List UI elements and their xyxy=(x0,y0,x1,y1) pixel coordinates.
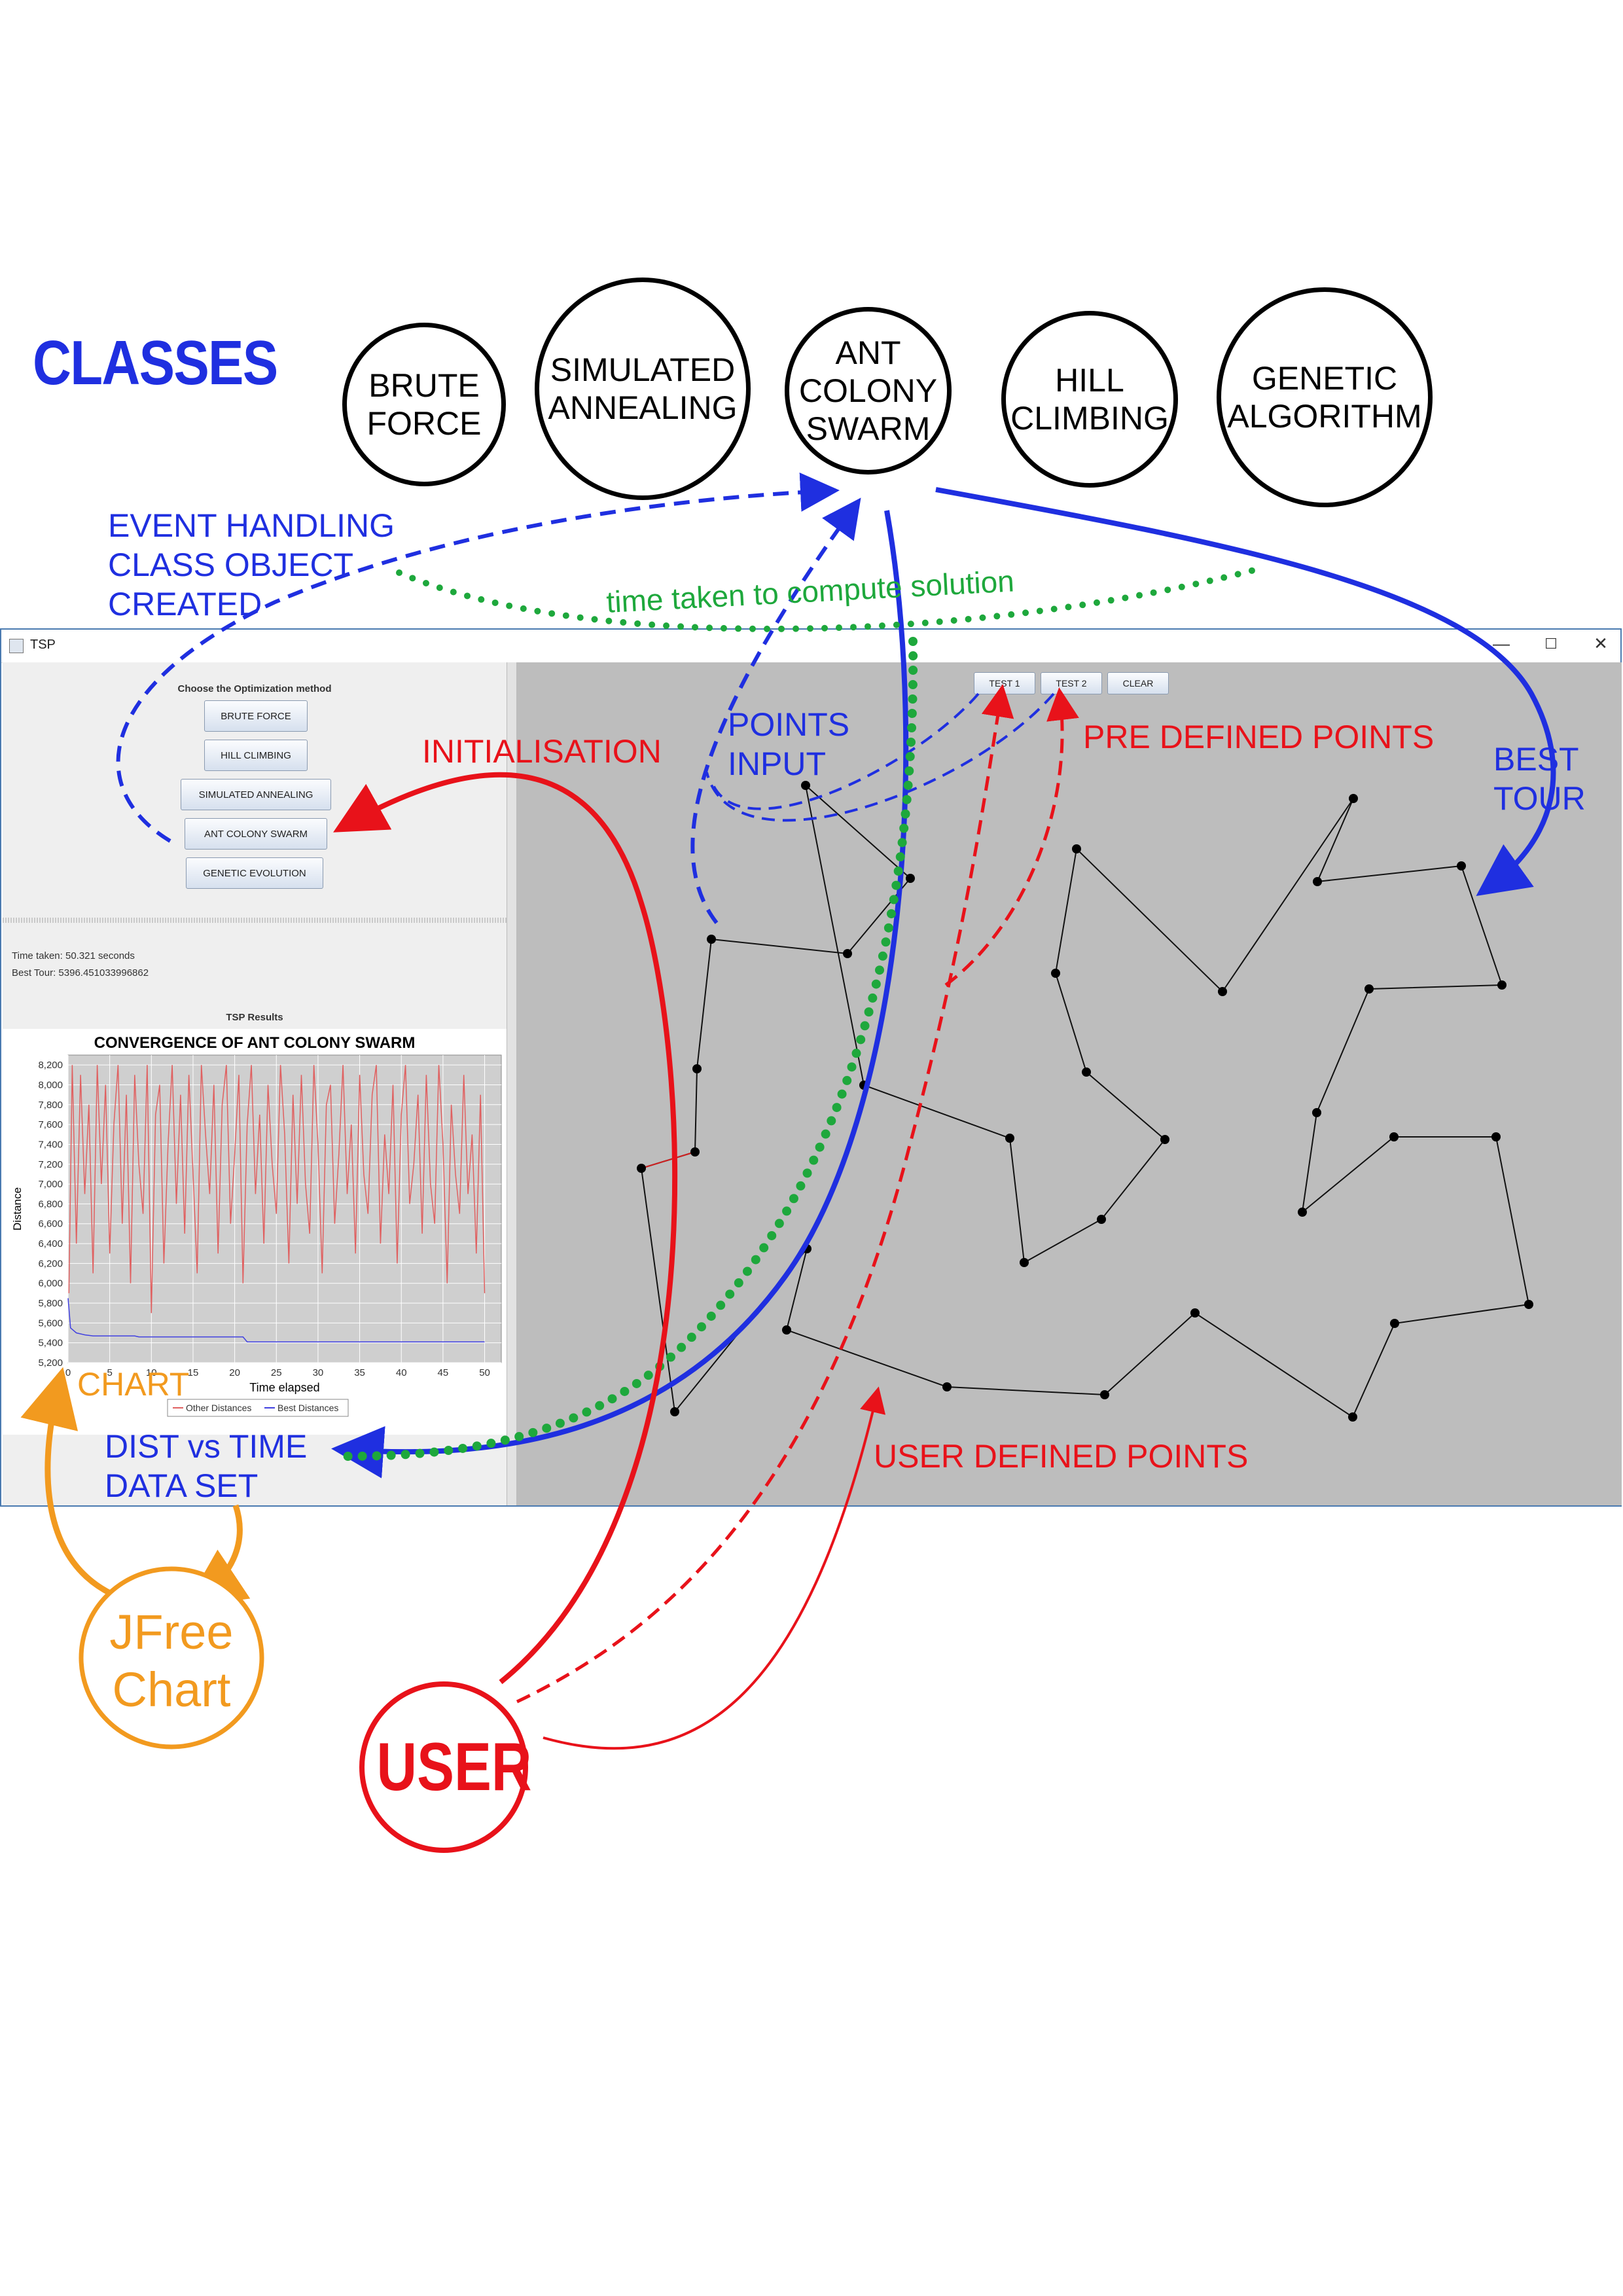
points-canvas[interactable]: TEST 1 TEST 2 CLEAR xyxy=(517,662,1622,1505)
test1-button[interactable]: TEST 1 xyxy=(974,672,1035,694)
y-axis-label: Distance xyxy=(11,1187,24,1230)
choose-method-label: Choose the Optimization method xyxy=(177,683,332,694)
time-taken-label: time taken to compute solution xyxy=(605,564,1015,619)
x-tick-label: 25 xyxy=(271,1367,282,1378)
simulated-annealing-class: SIMULATED ANNEALING xyxy=(535,278,751,500)
x-tick-label: 50 xyxy=(479,1367,490,1378)
y-tick-label: 6,400 xyxy=(38,1238,63,1249)
user-defined-points-label: USER DEFINED POINTS xyxy=(874,1438,1249,1475)
app-icon xyxy=(9,639,24,653)
best-tour-label: BEST TOUR xyxy=(1493,741,1586,817)
best-distances-series xyxy=(67,1298,485,1342)
y-tick-label: 6,200 xyxy=(38,1258,63,1269)
x-tick-label: 0 xyxy=(65,1367,71,1378)
time-taken-text: Time taken: 50.321 seconds xyxy=(12,950,135,961)
y-tick-label: 6,600 xyxy=(38,1219,63,1230)
x-tick-label: 35 xyxy=(354,1367,365,1378)
brute-force-button[interactable]: BRUTE FORCE xyxy=(204,700,308,732)
maximize-icon[interactable]: ☐ xyxy=(1544,636,1558,652)
y-tick-label: 5,200 xyxy=(38,1357,63,1369)
y-tick-label: 6,800 xyxy=(38,1198,63,1210)
best-tour-text: Best Tour: 5396.451033996862 xyxy=(12,967,149,978)
x-tick-label: 5 xyxy=(107,1367,112,1378)
y-tick-label: 5,600 xyxy=(38,1318,63,1329)
brute-force-class: BRUTE FORCE xyxy=(342,323,506,486)
user-label: USER xyxy=(376,1729,532,1805)
brute-force-class-label: BRUTE FORCE xyxy=(366,367,482,442)
pre-defined-points-label: PRE DEFINED POINTS xyxy=(1083,719,1435,755)
dist-time-label: DIST vs TIME DATA SET xyxy=(105,1428,308,1504)
genetic-algorithm-class-label: GENETIC ALGORITHM xyxy=(1227,360,1422,435)
window-title: TSP xyxy=(30,637,56,652)
x-tick-label: 45 xyxy=(438,1367,449,1378)
ant-colony-swarm-class-label: ANT COLONY SWARM xyxy=(798,334,938,447)
y-tick-label: 7,000 xyxy=(38,1179,63,1190)
ant-colony-swarm-class: ANT COLONY SWARM xyxy=(785,307,952,475)
simulated-annealing-button[interactable]: SIMULATED ANNEALING xyxy=(181,779,331,810)
tsp-results-label: TSP Results xyxy=(226,1012,283,1023)
plot-area xyxy=(67,1054,502,1363)
y-tick-label: 6,000 xyxy=(38,1278,63,1289)
window-titlebar: TSP — ☐ ✕ xyxy=(1,630,1620,663)
y-tick-label: 7,200 xyxy=(38,1159,63,1170)
x-tick-label: 30 xyxy=(313,1367,324,1378)
initialisation-label: INITIALISATION xyxy=(422,733,662,770)
clear-button[interactable]: CLEAR xyxy=(1107,672,1169,694)
y-tick-label: 5,400 xyxy=(38,1338,63,1349)
hill-climbing-button[interactable]: HILL CLIMBING xyxy=(204,740,308,771)
x-axis-label: Time elapsed xyxy=(249,1381,319,1394)
close-icon[interactable]: ✕ xyxy=(1594,634,1608,653)
minimize-icon[interactable]: — xyxy=(1493,634,1510,653)
split-divider[interactable] xyxy=(507,662,517,1505)
y-tick-label: 7,800 xyxy=(38,1100,63,1111)
x-tick-label: 20 xyxy=(229,1367,240,1378)
hill-climbing-class-label: HILL CLIMBING xyxy=(1010,362,1169,437)
dataset-to-jfree-arrow xyxy=(185,1504,251,1607)
points-input-label: POINTS INPUT xyxy=(728,706,850,782)
ant-colony-swarm-button[interactable]: ANT COLONY SWARM xyxy=(185,818,327,850)
y-tick-label: 8,200 xyxy=(38,1060,63,1071)
event-handling-label: EVENT HANDLING CLASS OBJECT CREATED xyxy=(108,507,395,622)
genetic-evolution-button[interactable]: GENETIC EVOLUTION xyxy=(186,857,323,889)
y-tick-label: 7,600 xyxy=(38,1119,63,1130)
chart-label: CHART xyxy=(77,1366,190,1403)
x-tick-label: 15 xyxy=(188,1367,199,1378)
x-tick-label: 40 xyxy=(396,1367,407,1378)
panel-separator xyxy=(3,918,507,923)
legend-label: Other Distances xyxy=(186,1403,251,1413)
y-tick-label: 7,400 xyxy=(38,1139,63,1150)
y-tick-label: 5,800 xyxy=(38,1298,63,1309)
simulated-annealing-class-label: SIMULATED ANNEALING xyxy=(548,351,738,426)
y-tick-label: 8,000 xyxy=(38,1079,63,1090)
legend-label: Best Distances xyxy=(277,1403,338,1413)
genetic-algorithm-class: GENETIC ALGORITHM xyxy=(1217,287,1433,507)
x-tick-label: 10 xyxy=(146,1367,157,1378)
classes-heading: CLASSES xyxy=(33,328,278,398)
hill-climbing-class: HILL CLIMBING xyxy=(1001,311,1178,488)
test2-button[interactable]: TEST 2 xyxy=(1041,672,1102,694)
jfree-chart-label: JFree Chart xyxy=(109,1605,234,1717)
